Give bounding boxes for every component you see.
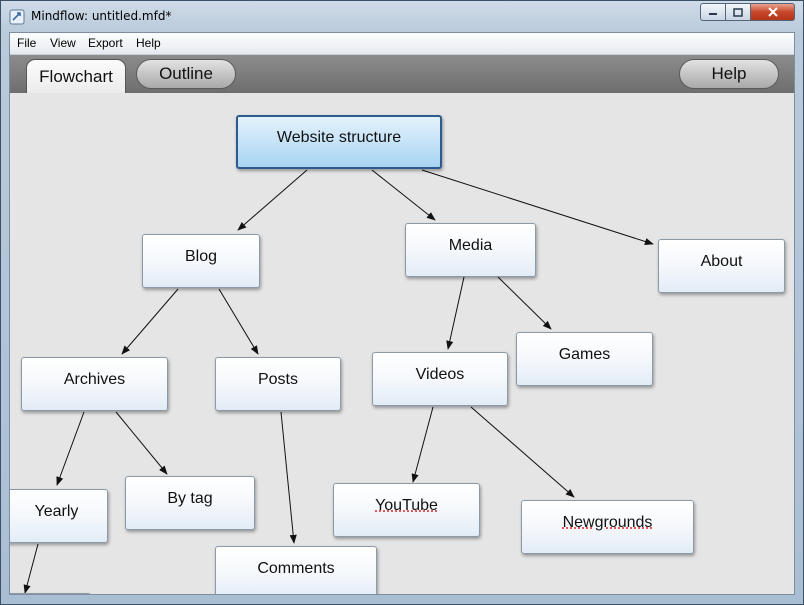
menu-export[interactable]: Export (88, 36, 123, 50)
edge-archives-bytag (115, 411, 168, 475)
edge-videos-youtube (411, 406, 434, 483)
edge-archives-yearly (56, 411, 85, 486)
close-button[interactable] (751, 3, 795, 21)
tab-flowchart[interactable]: Flowchart (26, 59, 126, 93)
mindflow-app-icon (9, 9, 25, 25)
edge-posts-comments (280, 411, 297, 544)
window-title: Mindflow: untitled.mfd* (31, 9, 172, 23)
node-partial-offscreen[interactable] (10, 593, 91, 594)
edge-root-blog (237, 169, 308, 231)
client-area: File View Export Help Flowchart Outline … (9, 32, 795, 595)
node-media[interactable]: Media (405, 223, 536, 277)
node-blog[interactable]: Blog (142, 234, 260, 288)
tab-outline[interactable]: Outline (136, 59, 236, 89)
menu-view[interactable]: View (50, 36, 76, 50)
maximize-button[interactable] (726, 3, 751, 21)
node-website-structure[interactable]: Website structure (236, 115, 442, 169)
minimize-icon (709, 13, 717, 15)
window-controls (700, 3, 795, 23)
title-bar[interactable]: Mindflow: untitled.mfd* (1, 1, 803, 32)
help-button[interactable]: Help (679, 59, 779, 89)
edge-media-videos (446, 276, 465, 350)
menu-help[interactable]: Help (136, 36, 161, 50)
node-newgrounds[interactable]: Newgrounds (521, 500, 694, 554)
minimize-button[interactable] (700, 3, 726, 21)
close-icon (767, 7, 778, 17)
edge-root-media (371, 169, 436, 221)
node-youtube[interactable]: YouTube (333, 483, 480, 537)
edge-root-about (421, 169, 654, 245)
node-yearly[interactable]: Yearly (10, 489, 108, 543)
node-posts[interactable]: Posts (215, 357, 341, 411)
node-videos[interactable]: Videos (372, 352, 508, 406)
connector-layer (23, 169, 654, 594)
edge-media-games (497, 276, 552, 330)
edge-blog-posts (218, 288, 259, 355)
flowchart-canvas[interactable]: Website structure Blog Media About Archi… (10, 93, 794, 594)
node-about[interactable]: About (658, 239, 785, 293)
maximize-icon (733, 7, 743, 17)
node-archives[interactable]: Archives (21, 357, 168, 411)
node-games[interactable]: Games (516, 332, 653, 386)
node-by-tag[interactable]: By tag (125, 476, 255, 530)
menu-file[interactable]: File (17, 36, 37, 50)
edge-yearly-child (23, 543, 39, 594)
menu-bar: File View Export Help (10, 33, 794, 55)
tab-bar: Flowchart Outline Help (10, 55, 794, 93)
edge-videos-newgrounds (470, 406, 575, 498)
edge-blog-archives (121, 288, 179, 355)
node-comments[interactable]: Comments (215, 546, 377, 594)
